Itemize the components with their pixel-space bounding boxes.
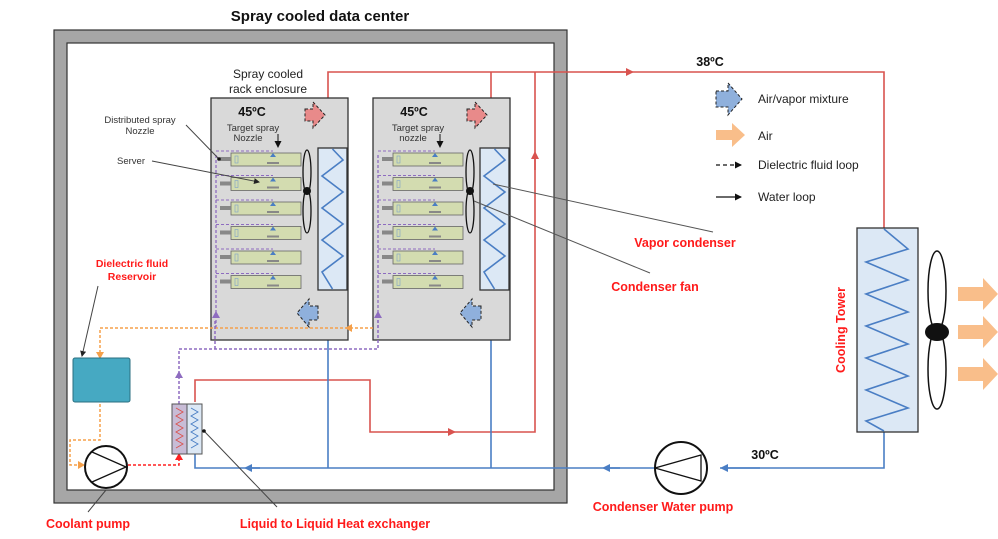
distributed-nozzle-label-line1: Distributed spray <box>104 115 176 126</box>
hot-water-temperature: 38ºC <box>696 55 724 69</box>
diagram-title: Spray cooled data center <box>231 8 410 25</box>
rack1-server-4 <box>216 223 302 240</box>
rack1-target-nozzle-label-line2: Nozzle <box>233 133 262 144</box>
spray-nozzle-icon <box>270 177 276 182</box>
condenser-fan-pointer <box>473 200 651 274</box>
legend: Air/vapor mixture Air Dielectric fluid l… <box>715 81 859 204</box>
rack1-server-2 <box>216 174 302 191</box>
distributed-nozzle-pointer <box>185 124 220 160</box>
legend-air-vapor-icon <box>715 81 743 117</box>
exhaust-air-arrows <box>958 278 998 390</box>
servers-group <box>212 150 464 330</box>
rack2-server-4 <box>378 223 464 240</box>
rack1-server-6 <box>216 272 302 289</box>
rack2-server-1 <box>378 150 464 167</box>
spray-nozzle-icon <box>432 202 438 206</box>
spray-nozzle-icon <box>270 226 276 231</box>
rack1-server-1 <box>216 150 302 167</box>
cooling-tower-fan-icon <box>925 250 949 410</box>
spray-nozzle-icon <box>432 275 438 280</box>
cooling-tower-label: Cooling Tower <box>834 287 848 373</box>
legend-air-label: Air <box>758 129 773 143</box>
rack1-cool-vapor-arrow-icon <box>296 297 319 329</box>
spray-nozzle-icon <box>270 202 276 206</box>
spray-nozzle-icon <box>270 153 276 157</box>
legend-dielectric-label: Dielectric fluid loop <box>758 158 859 172</box>
spray-nozzle-icon <box>432 251 438 255</box>
coolant-supply-line <box>128 454 180 466</box>
coolant-pump-pointer <box>87 489 107 513</box>
heat-exchanger-pointer-dot <box>202 429 206 433</box>
rack1-condenser-fan <box>302 149 312 234</box>
dielectric-return-loop <box>69 327 373 466</box>
spray-nozzle-icon <box>432 226 438 231</box>
rack-enclosure-label-line1: Spray cooled <box>233 67 303 81</box>
spray-nozzle-icon <box>270 251 276 255</box>
air-arrow-icon <box>958 278 998 310</box>
condenser-water-pump-label: Condenser Water pump <box>593 500 734 514</box>
rack2-target-nozzle-label-line1: Target spray <box>392 123 445 134</box>
hx-inlet-arrow <box>175 453 183 460</box>
heat-exchanger-pointer <box>203 430 278 508</box>
rack2-vapor-condenser <box>479 147 510 291</box>
rack2-server-6 <box>378 272 464 289</box>
hx-outlet-arrow <box>175 371 183 378</box>
reservoir-label-line2: Reservoir <box>108 271 156 283</box>
reservoir-label-line1: Dielectric fluid <box>96 258 168 270</box>
vapor-condensers <box>317 147 510 291</box>
rack2-temperature: 45ºC <box>400 105 428 119</box>
pump-inlet-arrow <box>78 461 85 469</box>
rack2-target-nozzle-label-line2: nozzle <box>399 133 426 144</box>
rack2-server-3 <box>378 199 464 216</box>
rack2-server-5 <box>378 248 464 265</box>
server-pointer <box>151 160 260 184</box>
distributed-nozzle-label-line2: Nozzle <box>125 126 154 137</box>
liquid-liquid-heat-exchanger <box>171 403 203 455</box>
rack2-return-arrow <box>345 324 352 332</box>
rack2-hot-vapor-arrow-icon <box>466 100 488 130</box>
legend-water-label: Water loop <box>758 190 816 204</box>
rack-enclosure-label-line2: rack enclosure <box>229 82 307 96</box>
coolant-pump-icon <box>84 445 128 489</box>
spray-nozzle-icon <box>270 275 276 280</box>
condenser-water-pump-icon <box>654 441 708 495</box>
coolant-pump-label: Coolant pump <box>46 517 130 531</box>
cooling-tower <box>856 227 919 433</box>
rack1-vapor-condenser <box>317 147 348 291</box>
spray-nozzle-icon <box>432 153 438 157</box>
manifold-flow-arrow <box>374 311 382 318</box>
spray-nozzle-icon <box>432 177 438 182</box>
reservoir-pointer <box>80 285 99 357</box>
vapor-condenser-label: Vapor condenser <box>634 236 736 250</box>
rack1-hot-vapor-arrow-icon <box>304 100 326 130</box>
legend-air-vapor-label: Air/vapor mixture <box>758 92 849 106</box>
legend-air-icon <box>716 123 745 147</box>
manifold-flow-arrow <box>212 311 220 318</box>
rack1-server-5 <box>216 248 302 265</box>
rack1-temperature: 45ºC <box>238 105 266 119</box>
rack2-cool-vapor-arrow-icon <box>459 297 482 329</box>
condenser-fan-label: Condenser fan <box>611 280 699 294</box>
rack1-server-3 <box>216 199 302 216</box>
rack2-condenser-fan <box>465 149 475 234</box>
heat-exchanger-label: Liquid to Liquid Heat exchanger <box>240 517 430 531</box>
air-arrow-icon <box>958 358 998 390</box>
distributed-nozzle-pointer-dot <box>217 157 221 161</box>
vapor-condenser-pointer <box>492 183 714 233</box>
server-label: Server <box>117 156 145 167</box>
rack1-target-nozzle-label-line1: Target spray <box>227 123 280 134</box>
rack2-server-2 <box>378 174 464 191</box>
air-arrow-icon <box>958 316 998 348</box>
cold-water-temperature: 30ºC <box>751 448 779 462</box>
reservoir-inlet-arrow <box>96 352 104 359</box>
dielectric-fluid-reservoir <box>72 357 131 403</box>
